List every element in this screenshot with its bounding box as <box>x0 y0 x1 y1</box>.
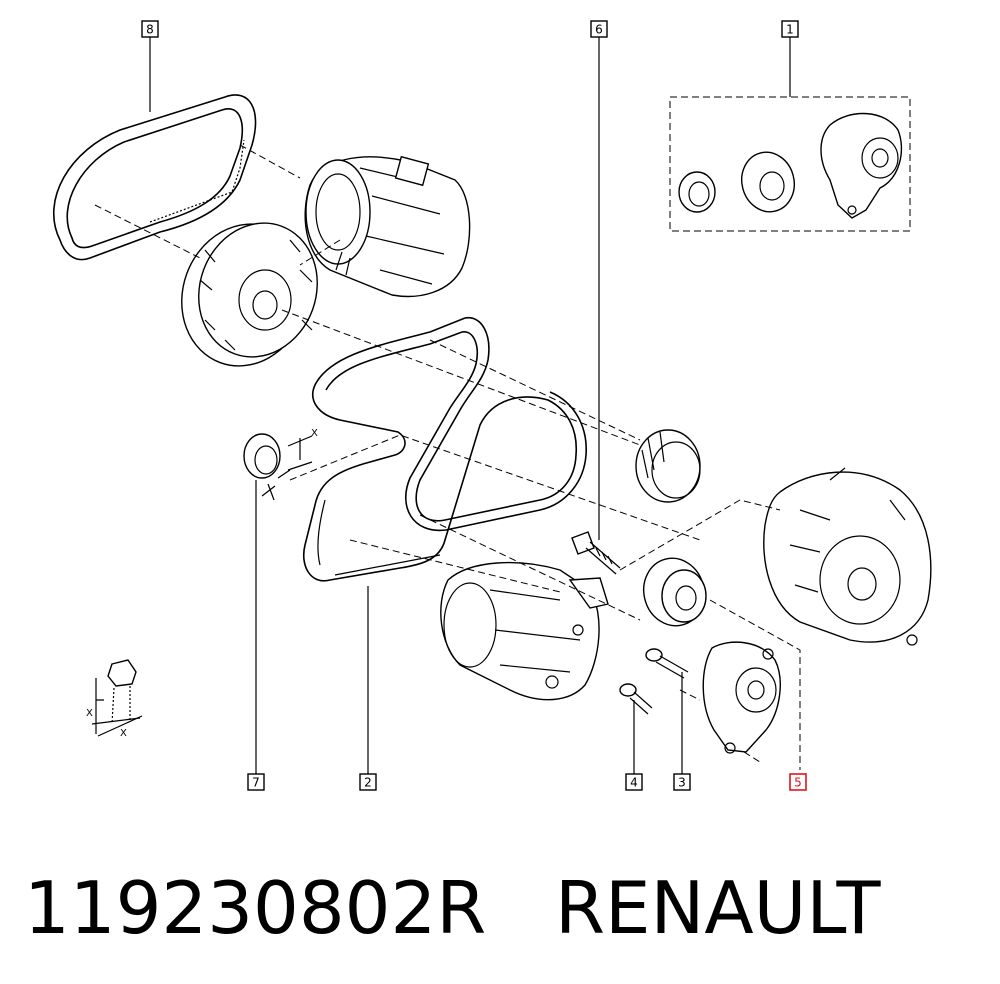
callout-4[interactable]: 4 <box>625 773 643 791</box>
tensioner-pulley <box>643 557 707 627</box>
callout-6[interactable]: 6 <box>590 20 608 38</box>
callout-3[interactable]: 3 <box>673 773 691 791</box>
callout-7[interactable]: 7 <box>247 773 265 791</box>
callout-1[interactable]: 1 <box>781 20 799 38</box>
leader-lines <box>149 37 791 774</box>
svg-text:5: 5 <box>794 776 802 790</box>
crank-pulley <box>181 222 318 367</box>
svg-text:1: 1 <box>786 23 794 37</box>
parts-diagram: X <box>52 20 932 791</box>
caption: 119230802R RENAULT <box>24 858 984 958</box>
svg-text:2: 2 <box>364 776 372 790</box>
belt-part-2 <box>303 317 587 582</box>
alternator <box>763 467 932 646</box>
svg-text:6: 6 <box>595 23 603 37</box>
bolt-part-4 <box>619 683 653 715</box>
part-number: 119230802R <box>24 866 487 950</box>
dim-label-x-side: X <box>86 708 93 719</box>
tensioner-bracket <box>702 641 781 754</box>
ac-compressor-top <box>304 155 471 298</box>
ac-compressor-lower <box>440 561 609 701</box>
svg-text:8: 8 <box>146 23 154 37</box>
svg-text:7: 7 <box>252 776 260 790</box>
idler-pulley-part-7 <box>243 433 313 501</box>
dim-label-x-bottom: X <box>120 728 127 739</box>
bolt-part-3 <box>645 648 689 679</box>
alignment-lines <box>94 144 801 770</box>
callout-8[interactable]: 8 <box>141 20 159 38</box>
bolt-dimension-schematic <box>91 659 143 737</box>
callout-5-highlighted[interactable]: 5 <box>789 773 807 791</box>
svg-text:4: 4 <box>630 776 638 790</box>
callout-2[interactable]: 2 <box>359 773 377 791</box>
brand-name: RENAULT <box>554 866 881 950</box>
svg-text:3: 3 <box>678 776 686 790</box>
dim-label-x-top: X <box>311 428 318 439</box>
idler-pulley-upper <box>635 429 701 503</box>
part-1-kit <box>669 96 911 232</box>
bolt-part-6 <box>571 531 621 575</box>
belt-part-8 <box>52 94 257 261</box>
